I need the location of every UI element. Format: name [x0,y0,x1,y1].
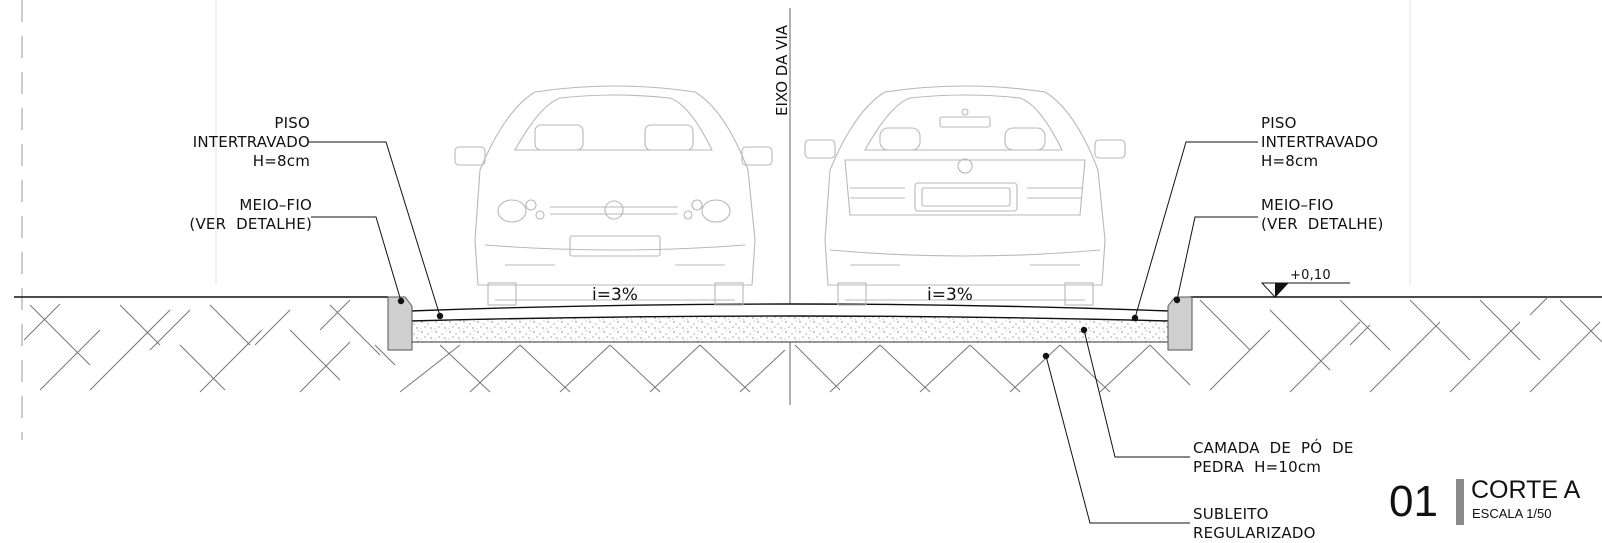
label-camada: CAMADA DE PÓ DE PEDRA H=10cm [1193,439,1354,476]
slope-left: i=3% [592,285,638,305]
curb-left [387,296,413,351]
label-meio-fio-right: MEIO–FIO (VER DETALHE) [1261,196,1384,233]
soil-hatch-right [794,296,1602,393]
drawing-number: 01 [1389,477,1438,526]
leader-piso-left [309,141,441,317]
leader-dot [1080,326,1088,334]
leader-camada [1083,329,1190,458]
curb-right [1167,296,1193,351]
label-piso-right: PISO INTERTRAVADO H=8cm [1261,114,1379,170]
drawing-scale: ESCALA 1/50 [1472,506,1552,521]
slope-right: i=3% [927,285,973,305]
label-piso-left: PISO INTERTRAVADO H=8cm [192,114,310,170]
leader-dot [397,297,405,305]
label-subleito: SUBLEITO REGULARIZADO [1193,505,1316,542]
leader-meio-fio-left [311,216,402,302]
leader-dot [1131,314,1139,322]
leader-meio-fio-right [1176,216,1258,301]
leader-dot [436,312,444,320]
level-marker [1260,282,1350,298]
title-separator [1456,479,1464,525]
level-mark-label: +0,10 [1290,268,1331,283]
label-meio-fio-left: MEIO–FIO (VER DETALHE) [189,196,312,233]
leader-subleito [1045,355,1190,524]
drawing-title: CORTE A [1471,476,1581,504]
car-rear-view [804,85,1126,306]
leader-dot [1042,352,1050,360]
leader-piso-right [1134,141,1258,319]
soil-hatch-left [23,299,786,393]
leader-dot [1173,296,1181,304]
road-axis-label: EIXO DA VIA [773,24,791,116]
stone-dust-layer [409,315,1171,343]
car-front-view [454,85,773,306]
